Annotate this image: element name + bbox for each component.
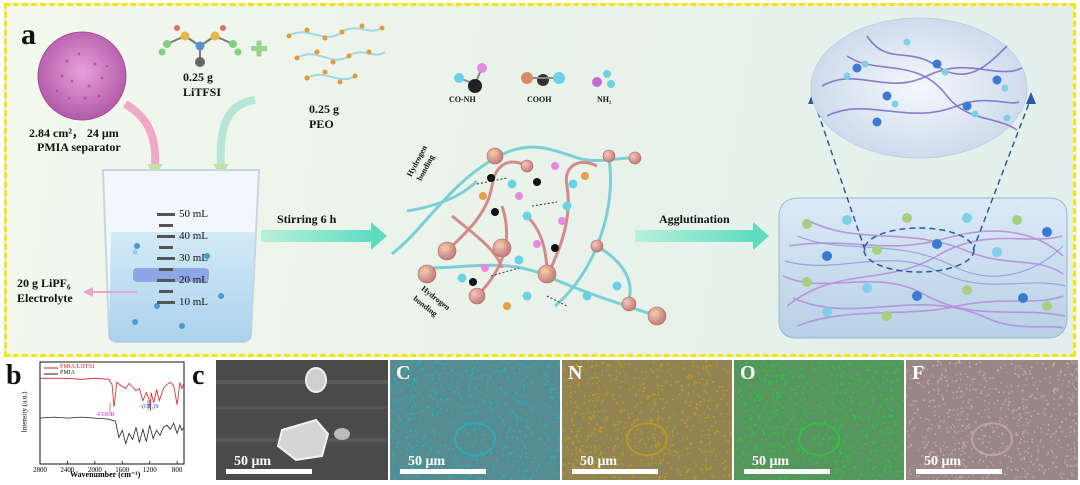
peo-mass-label: 0.25 g — [309, 102, 339, 117]
beaker-mark-50: 50 mL — [179, 208, 208, 220]
electrolyte-label-line1: 20 g LiPF₆ — [17, 276, 71, 291]
atom-o-label: O — [491, 149, 497, 158]
agglutination-label: Agglutination — [659, 212, 730, 227]
arrow-separator-to-beaker — [125, 104, 155, 166]
series-line-pmia — [40, 417, 184, 444]
beaker-mark-10: 10 mL — [179, 296, 208, 308]
zoom-disc — [811, 18, 1027, 158]
panel-a-letter: a — [21, 18, 36, 52]
beaker-mark-40: 40 mL — [179, 230, 208, 242]
panel-a: a 2.84 cm²， 24 μm PMIA separator 0.25 g … — [4, 3, 1076, 357]
composite-membrane-slab — [779, 198, 1067, 338]
legend-molecules — [454, 63, 615, 93]
litfsi-name-label: LiTFSI — [183, 85, 221, 100]
x-tick-label: 2800 — [33, 466, 48, 474]
annot-cf3: -(CF₃)S — [140, 404, 159, 410]
eds-map-f-label: F — [912, 362, 924, 385]
panel-c-letter: c — [192, 360, 204, 392]
eds-map-o-label: O — [740, 362, 756, 385]
eds-map-n: N 50 μm — [562, 360, 732, 480]
eds-map-o: O 50 μm — [734, 360, 904, 480]
beaker-mark-20: 20 mL — [179, 274, 208, 286]
scale-label: 50 μm — [234, 454, 271, 470]
legend-cooh-label: COOH — [527, 95, 551, 104]
pmia-separator-disk — [38, 32, 126, 120]
scale-label: 50 μm — [408, 454, 445, 470]
separator-area-label: 2.84 cm²， 24 μm — [29, 124, 119, 141]
arrow-reagents-to-beaker — [221, 100, 255, 166]
legend-nh2-label: NH₂ — [597, 95, 611, 104]
panel-b-letter: b — [6, 360, 22, 392]
litfsi-molecule-icon — [159, 25, 242, 67]
x-tick-label: 800 — [172, 466, 183, 474]
y-axis-label: Intensity (a.u.) — [21, 391, 29, 432]
atom-o-label: O — [543, 267, 549, 276]
atom-o-label: O — [498, 241, 504, 250]
peo-chain-icon — [287, 24, 386, 85]
annot-cooh: -COOR — [96, 412, 115, 418]
atom-o-label: O — [443, 244, 449, 253]
legend-pmia: PMIA — [60, 370, 75, 376]
scale-label: 50 μm — [924, 454, 961, 470]
eds-map-c: C 50 μm — [390, 360, 560, 480]
peo-name-label: PEO — [309, 117, 334, 132]
atom-o-label: O — [653, 309, 659, 318]
plus-icon — [251, 41, 267, 57]
eds-map-n-label: N — [568, 362, 582, 385]
beaker-mark-30: 30 mL — [179, 252, 208, 264]
stirring-label: Stirring 6 h — [277, 212, 336, 227]
scale-label: 50 μm — [580, 454, 617, 470]
scale-label: 50 μm — [752, 454, 789, 470]
electrolyte-label-line2: Electrolyte — [17, 291, 73, 306]
x-tick-label: 1200 — [143, 466, 158, 474]
series-line-pmia-litfsi — [40, 378, 184, 411]
separator-name-label: PMIA separator — [37, 140, 121, 155]
eds-map-c-label: C — [396, 362, 410, 385]
legend-conh-label: CO-NH — [449, 95, 476, 104]
eds-map-f: F 50 μm — [906, 360, 1078, 480]
schematic-canvas — [7, 6, 1073, 354]
x-axis-label: Wavenumber (cm⁻¹) — [70, 470, 140, 479]
sem-image: 50 μm — [216, 360, 388, 480]
atom-o-label: O — [423, 267, 429, 276]
litfsi-mass-label: 0.25 g — [183, 70, 213, 85]
